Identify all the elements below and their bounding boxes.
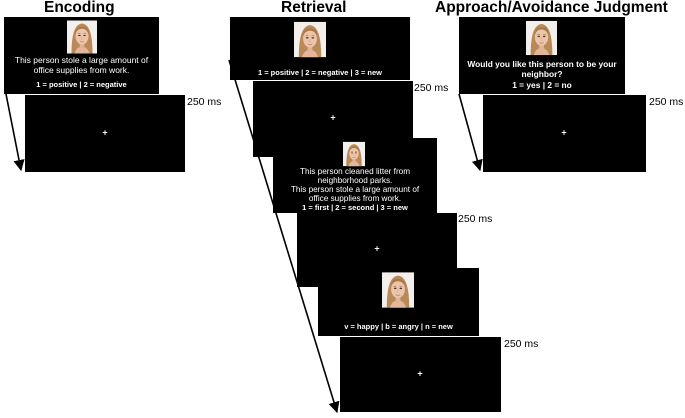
- fixation-cross: +: [561, 127, 567, 138]
- retrieval-duration-label-2: 250 ms: [458, 213, 493, 225]
- approach-question-line1: Would you like this person to be your: [467, 59, 617, 69]
- retrieval-valence-response-options: 1 = positive | 2 = negative | 3 = new: [257, 68, 383, 77]
- approach-question-line2: neighbor?: [521, 69, 563, 79]
- face-image: [526, 20, 557, 56]
- encoding-duration-label: 250 ms: [187, 96, 222, 108]
- approach-fixation-screen: +: [483, 95, 646, 172]
- encoding-title: Encoding: [44, 0, 115, 16]
- fixation-cross: +: [417, 368, 423, 379]
- encoding-statement-line1: This person stole a large amount of: [14, 55, 149, 65]
- approach-question-screen: Would you like this person to be your ne…: [459, 17, 625, 94]
- fixation-cross: +: [102, 127, 108, 138]
- retrieval-source-line2: neighborhood parks.: [317, 176, 393, 185]
- retrieval-source-line4: office supplies from work.: [308, 194, 402, 203]
- retrieval-duration-label-1: 250 ms: [414, 82, 449, 94]
- fixation-cross: +: [330, 112, 336, 123]
- retrieval-title: Retrieval: [281, 0, 347, 16]
- retrieval-valence-screen: 1 = positive | 2 = negative | 3 = new: [230, 17, 410, 80]
- face-image: [343, 141, 365, 167]
- encoding-timeline-arrow: [5, 93, 25, 172]
- retrieval-emotion-screen: v = happy | b = angry | n = new: [318, 268, 479, 336]
- approach-response-options: 1 = yes | 2 = no: [512, 80, 572, 90]
- retrieval-timeline-arrow: [228, 59, 340, 414]
- retrieval-source-response-options: 1 = first | 2 = second | 3 = new: [302, 203, 408, 212]
- face-image: [67, 20, 97, 54]
- encoding-statement-screen: This person stole a large amount of offi…: [4, 17, 159, 94]
- retrieval-source-screen: This person cleaned litter from neighbor…: [273, 138, 437, 213]
- encoding-response-options: 1 = positive | 2 = negative: [36, 80, 127, 89]
- approach-duration-label: 250 ms: [649, 96, 684, 108]
- retrieval-fixation-screen-3: +: [340, 337, 501, 412]
- retrieval-source-line1: This person cleaned litter from: [299, 167, 411, 176]
- approach-timeline-arrow: [458, 93, 483, 172]
- approach-title: Approach/Avoidance Judgment: [435, 0, 668, 16]
- encoding-fixation-screen: +: [25, 95, 185, 172]
- fixation-cross: +: [374, 243, 380, 254]
- face-image: [294, 21, 326, 58]
- retrieval-source-line3: This person stole a large amount of: [290, 185, 420, 194]
- retrieval-duration-label-3: 250 ms: [504, 338, 539, 350]
- face-image: [382, 271, 414, 309]
- retrieval-emotion-response-options: v = happy | b = angry | n = new: [344, 322, 453, 331]
- encoding-statement-line2: office supplies from work.: [33, 65, 130, 75]
